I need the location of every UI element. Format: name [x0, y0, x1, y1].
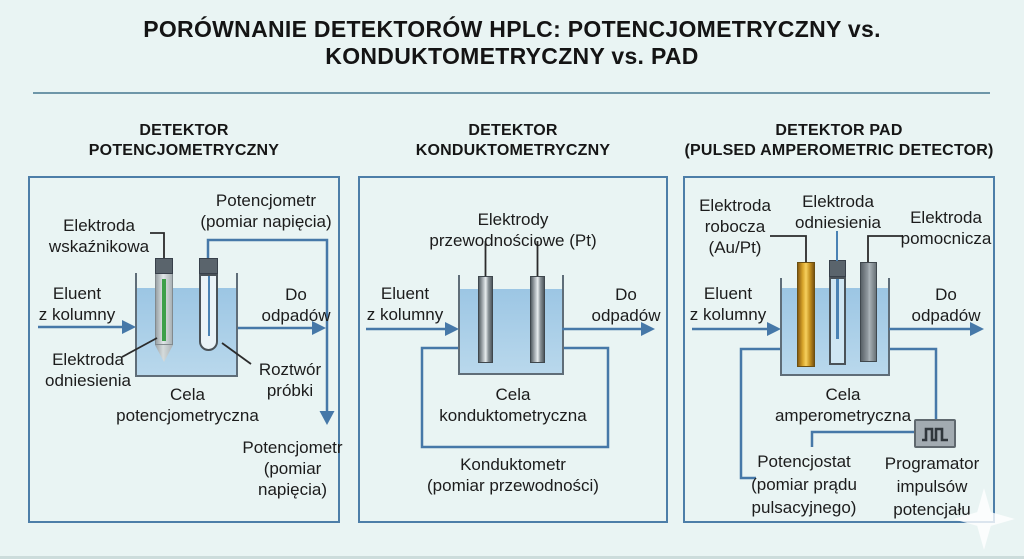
heading-conductometric: DETEKTOR KONDUKTOMETRYCZNY [415, 122, 611, 159]
label-waste-p3: Do odpadów [911, 285, 981, 325]
panel-potentiometric-frame [28, 176, 340, 523]
label-waste-p1: Do odpadów [261, 285, 331, 325]
conductivity-electrode-left [478, 276, 493, 363]
label-working-electrode: Elektroda robocza (Au/Pt) [699, 196, 771, 257]
label-eluent-p2: Eluent z kolumny [366, 284, 444, 324]
pad-reference-electrode-inner-wire [836, 279, 839, 339]
pulse-wave-icon [922, 427, 948, 442]
conductometric-cell [458, 275, 564, 375]
label-reference-electrode-p3: Elektroda odniesienia [794, 192, 881, 232]
conductivity-electrode-right [530, 276, 545, 363]
label-conductivity-electrodes: Elektrody przewodnościowe (Pt) [429, 210, 597, 250]
title-divider [33, 92, 990, 94]
heading-pad: DETEKTOR PAD (PULSED AMPEROMETRIC DETECT… [684, 122, 994, 159]
label-potentiostat: Potencjostat (pomiar prądu pulsacyjnego) [751, 452, 857, 517]
label-indicator-electrode: Elektroda wskaźnikowa [48, 216, 150, 256]
potentiometric-cell [135, 273, 238, 377]
label-cell-p3: Cela amperometryczna [774, 385, 912, 425]
pad-reference-electrode-cap [829, 260, 846, 277]
diagram-title: PORÓWNANIE DETEKTORÓW HPLC: POTENCJOMETR… [143, 16, 881, 69]
label-potentiometer-bottom: Potencjometr (pomiar napięcia) [242, 438, 343, 499]
label-eluent-p3: Eluent z kolumny [689, 284, 767, 324]
label-cell-p2: Cela konduktometryczna [439, 385, 587, 425]
reference-electrode-inner-wire [207, 276, 210, 336]
auxiliary-electrode [860, 262, 877, 362]
indicator-electrode-cap [155, 258, 173, 274]
conductometric-cell-liquid [460, 289, 562, 373]
potentiometric-cell-liquid [137, 288, 236, 375]
label-pulse-programmer: Programator impulsów potencjału [884, 454, 980, 519]
label-cell-p1: Cela potencjometryczna [116, 385, 259, 425]
panel-conductometric-frame [358, 176, 668, 523]
label-conductometer: Konduktometr (pomiar przewodności) [427, 455, 599, 495]
reference-electrode-cap [199, 258, 218, 274]
label-reference-electrode-p1: Elektroda odniesienia [44, 350, 131, 390]
label-sample-solution: Roztwór próbki [258, 360, 322, 400]
indicator-electrode-green-stripe [162, 279, 166, 341]
label-potentiometer-top: Potencjometr (pomiar napięcia) [200, 191, 332, 231]
image-bottom-edge [0, 556, 1024, 559]
label-auxiliary-electrode: Elektroda pomocnicza [900, 208, 992, 248]
pulse-programmer-box [914, 419, 956, 448]
label-waste-p2: Do odpadów [591, 285, 661, 325]
label-eluent-p1: Eluent z kolumny [38, 284, 116, 324]
panel-pad-frame [683, 176, 995, 523]
working-electrode-gold [797, 262, 815, 367]
heading-potentiometric: DETEKTOR POTENCJOMETRYCZNY [88, 122, 280, 159]
